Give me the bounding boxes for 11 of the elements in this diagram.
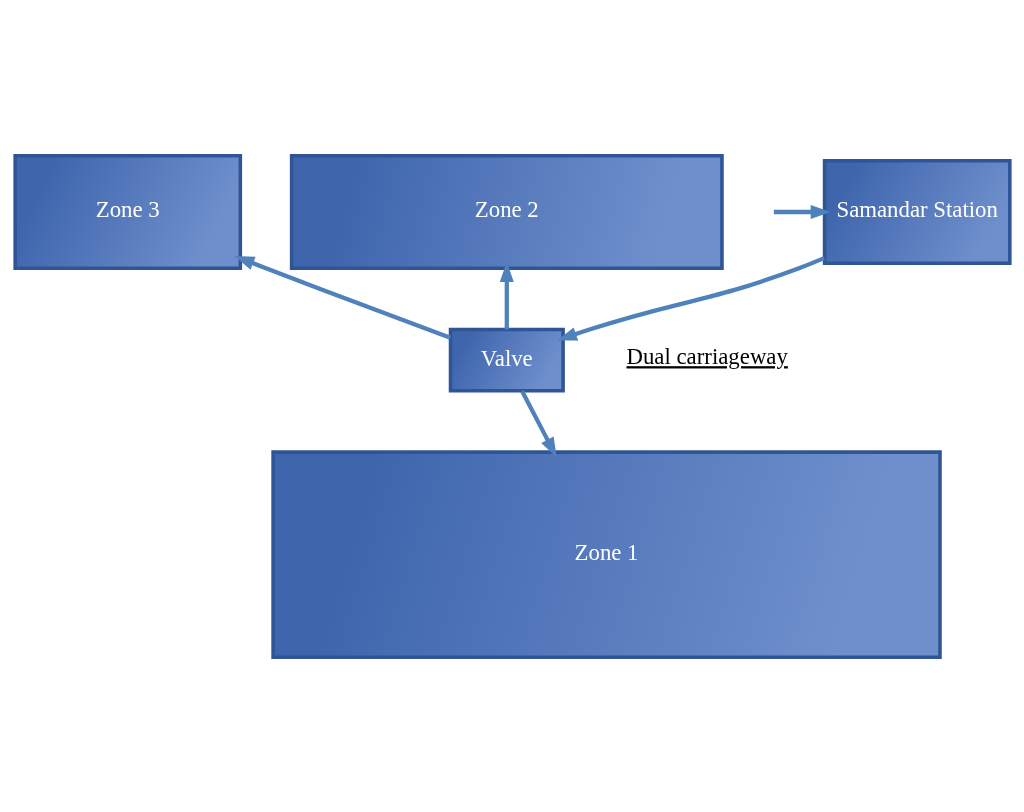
node-box: Samandar Station — [822, 158, 1012, 265]
node-box: Zone 1 — [270, 449, 942, 659]
arrow — [519, 389, 557, 457]
arrow — [556, 255, 825, 341]
node-box: Zone 3 — [12, 153, 242, 270]
label: Dual carriageway — [626, 343, 788, 369]
arrow — [499, 261, 514, 329]
node-box: Valve — [448, 327, 565, 393]
arrow — [773, 204, 831, 219]
node-box: Zone 2 — [289, 153, 724, 270]
arrow — [233, 255, 451, 340]
